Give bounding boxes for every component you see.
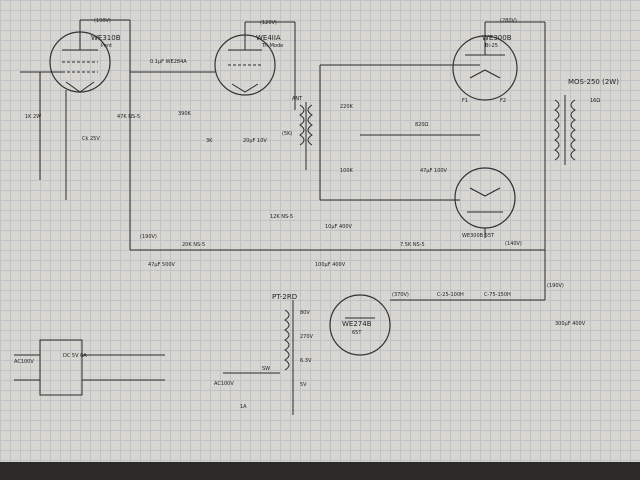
bias-c2: 20μF 10V: [243, 138, 267, 144]
interstage-transformer: ANT (5K): [282, 96, 313, 170]
cathode-c1: Ck 25V: [82, 136, 100, 142]
cathode-r3: 820Ω: [415, 122, 429, 128]
b-note: (190V): [140, 234, 157, 240]
heater-psu-label: DC 5V 6A: [63, 353, 87, 359]
dropping-r2: 7.5K NS-5: [400, 242, 425, 248]
cathode-r1: 1K 2W: [25, 114, 41, 120]
output-transformer: MOS-250 (2W) 16Ω: [554, 78, 619, 165]
v3-b-voltage: (280V): [500, 18, 517, 24]
heater-psu: DC 5V 6A AC100V: [14, 339, 165, 396]
hv-note: (370V): [392, 292, 409, 298]
filter-c2: 100μF 400V: [315, 262, 346, 268]
choke1: C-25-100H: [437, 292, 464, 298]
hv-note2: (190V): [547, 283, 564, 289]
v2-type: WE4IIA: [256, 34, 281, 42]
tube-v3: WE300B Bi-25 (280V) F1 F2: [452, 18, 518, 104]
v1-type: WE310B: [91, 34, 121, 42]
v3-type: WE300B: [482, 34, 512, 42]
v4-voltage: (140V): [505, 241, 522, 247]
v2-sub: Tri-Mode: [261, 43, 283, 49]
dropping-r1: 20K NS-5: [182, 242, 205, 248]
v4-label: WE300B 65T: [462, 233, 495, 239]
output-transformer-name: MOS-250 (2W): [568, 78, 619, 86]
interstage-note: (5K): [282, 131, 292, 137]
f2-label: F2: [500, 98, 506, 104]
power-transformer: PT-2RD 80V 270V 6.3V 5V: [272, 293, 314, 415]
v1-b-voltage: (190V): [94, 18, 111, 24]
ac-in2: AC100V: [214, 381, 234, 387]
bias-c3: 47μF 100V: [420, 168, 448, 174]
ac-in: AC100V: [14, 359, 34, 365]
choke2: C-75-150H: [484, 292, 511, 298]
switch: SW: [262, 366, 270, 372]
v3-sub: Bi-25: [485, 43, 498, 49]
grid-r3: 220K: [340, 104, 354, 110]
fuse: 1A: [240, 404, 247, 410]
pt-tap-1: 270V: [300, 334, 314, 340]
filter-c3: 300μF 400V: [555, 321, 586, 327]
f1-label: F1: [462, 98, 468, 104]
tube-v2: WE4IIA Tri-Mode (120V): [214, 20, 283, 96]
bleed-r: 12K NS-5: [270, 214, 293, 220]
tube-v4: WE300B 65T (140V): [454, 167, 522, 247]
plate-r1: 47K NS-5: [117, 114, 140, 120]
coupling-cap: 0.1μF WE284A: [150, 59, 187, 65]
schematic-diagram: WE310B Pent (190V) 1K 2W Ck 25V 47K NS-5…: [14, 18, 619, 415]
power-transformer-name: PT-2RD: [272, 293, 297, 301]
bleed-c: 10μF 400V: [325, 224, 353, 230]
pt-tap-3: 5V: [300, 382, 307, 388]
output-sec: 16Ω: [590, 98, 600, 104]
pt-tap-2: 6.3V: [300, 358, 312, 364]
v1-sub: Pent: [101, 43, 112, 49]
grid-r4: 100K: [340, 168, 354, 174]
table-surface: [0, 462, 640, 480]
interstage-name: ANT: [292, 96, 303, 102]
pt-tap-0: 80V: [300, 310, 310, 316]
rect-type: WE274B: [342, 320, 372, 328]
cathode-r2: 3K: [206, 138, 213, 144]
tube-v1: WE310B Pent (190V): [49, 18, 121, 93]
grid-r2: 390K: [178, 111, 192, 117]
rect-sub: 65T: [352, 330, 362, 336]
rectifier-tube: WE274B 65T: [329, 294, 391, 356]
v2-b-voltage: (120V): [260, 20, 277, 26]
filter-c1: 47μF 500V: [148, 262, 176, 268]
